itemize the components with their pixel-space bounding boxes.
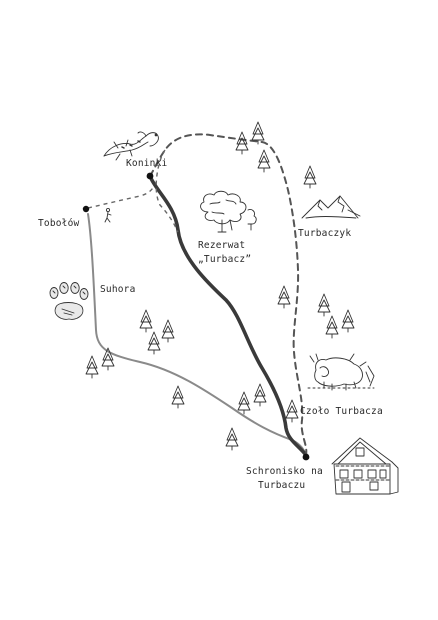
pine-tree-icon (303, 165, 317, 189)
tree-cluster-icon (200, 190, 257, 233)
pine-tree-icon (225, 427, 239, 451)
pine-tree-icon (317, 293, 331, 317)
pine-tree-icon (253, 383, 267, 407)
pine-tree-icon (257, 149, 271, 173)
pine-tree-icon (285, 399, 299, 423)
mountain-hut-icon (331, 437, 399, 495)
pine-tree-icon (325, 315, 339, 339)
label-czolo: Czoło Turbacza (300, 406, 383, 417)
label-tobolow: Tobołów (38, 218, 80, 229)
pine-tree-icon (237, 391, 251, 415)
waypoint-schronisko (302, 453, 310, 461)
label-suhora: Suhora (100, 284, 136, 295)
trail-suhora (87, 213, 307, 458)
bison-icon (307, 353, 375, 391)
pine-tree-icon (139, 309, 153, 333)
pine-trees (85, 121, 355, 451)
label-turbaczyk: Turbaczyk (298, 228, 351, 239)
trail-main-koninki-schronisko (148, 174, 308, 457)
trail-turbaczyk-dashed (149, 133, 308, 456)
pine-tree-icon (85, 355, 99, 379)
pine-tree-icon (101, 347, 115, 371)
label-rezerwat-line2: „Turbacz” (198, 254, 251, 265)
trail-koninki-east-dashed (155, 149, 179, 233)
label-schronisko-line2: Turbaczu (258, 480, 305, 491)
pine-tree-icon (251, 121, 265, 145)
label-koninki: Koninki (126, 158, 168, 169)
label-schronisko-line1: Schronisko na (246, 466, 323, 477)
pine-tree-icon (341, 309, 355, 333)
label-rezerwat-line1: Rezerwat (198, 240, 245, 251)
mountains-icon (301, 195, 361, 219)
pine-tree-icon (147, 331, 161, 355)
waypoint-koninki (146, 172, 154, 180)
trail-tobolow-dashed (87, 185, 155, 209)
waypoint-tobolow (82, 205, 90, 213)
salamander-icon (103, 131, 159, 161)
pine-tree-icon (161, 319, 175, 343)
hiker-icon (104, 207, 112, 223)
pine-tree-icon (235, 131, 249, 155)
pine-tree-icon (171, 385, 185, 409)
pine-tree-icon (277, 285, 291, 309)
bear-paw-icon (49, 282, 89, 320)
